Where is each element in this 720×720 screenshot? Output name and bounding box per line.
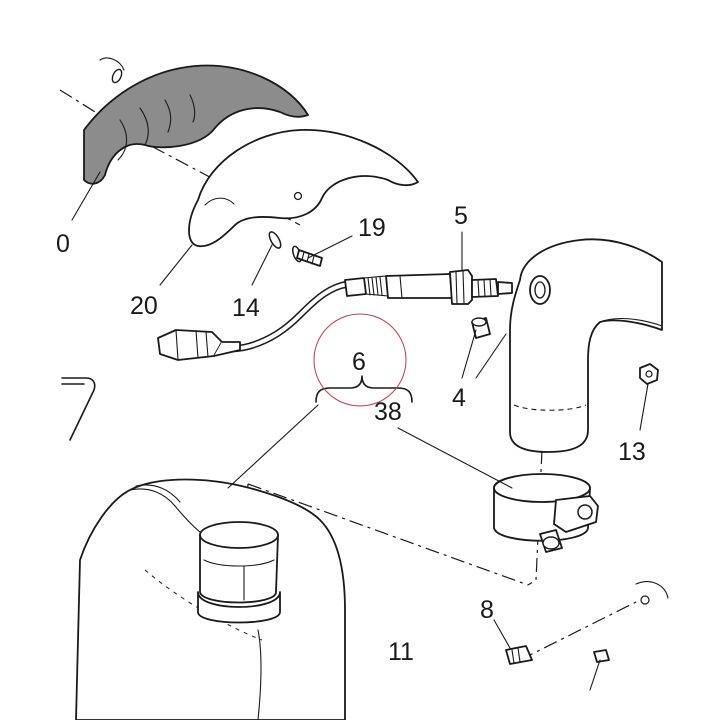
axis-line-bolt <box>519 599 641 661</box>
silencer-body <box>75 478 346 720</box>
callout-labels: 0 20 14 19 5 4 6 38 13 8 11 <box>56 202 646 666</box>
callout-5: 5 <box>454 202 468 230</box>
screw-part <box>291 245 323 267</box>
callout-20: 20 <box>130 292 158 320</box>
frame-fragment <box>61 377 96 441</box>
callout-6: 6 <box>352 348 366 376</box>
exhaust-clamp <box>493 473 599 553</box>
callout-19: 19 <box>358 214 386 242</box>
callout-4: 4 <box>452 384 466 412</box>
oxygen-sensor <box>157 269 513 361</box>
callout-10: 0 <box>56 230 70 258</box>
heat-shield-outer <box>83 57 309 185</box>
axis-line-clamp <box>527 449 543 586</box>
axis-line-silencer <box>247 483 529 586</box>
nut-part <box>639 363 659 385</box>
exhaust-header-pipe <box>509 238 663 453</box>
callout-13: 13 <box>618 438 646 466</box>
bolt-part <box>505 581 669 691</box>
heat-shield-inner <box>188 129 419 248</box>
callout-14: 14 <box>232 294 260 322</box>
callout-11: 11 <box>388 638 414 666</box>
highlight-circle <box>313 313 407 407</box>
washer-part <box>268 231 282 249</box>
callout-8: 8 <box>480 596 494 624</box>
leader-lines <box>71 171 649 649</box>
callout-38: 38 <box>374 398 402 426</box>
